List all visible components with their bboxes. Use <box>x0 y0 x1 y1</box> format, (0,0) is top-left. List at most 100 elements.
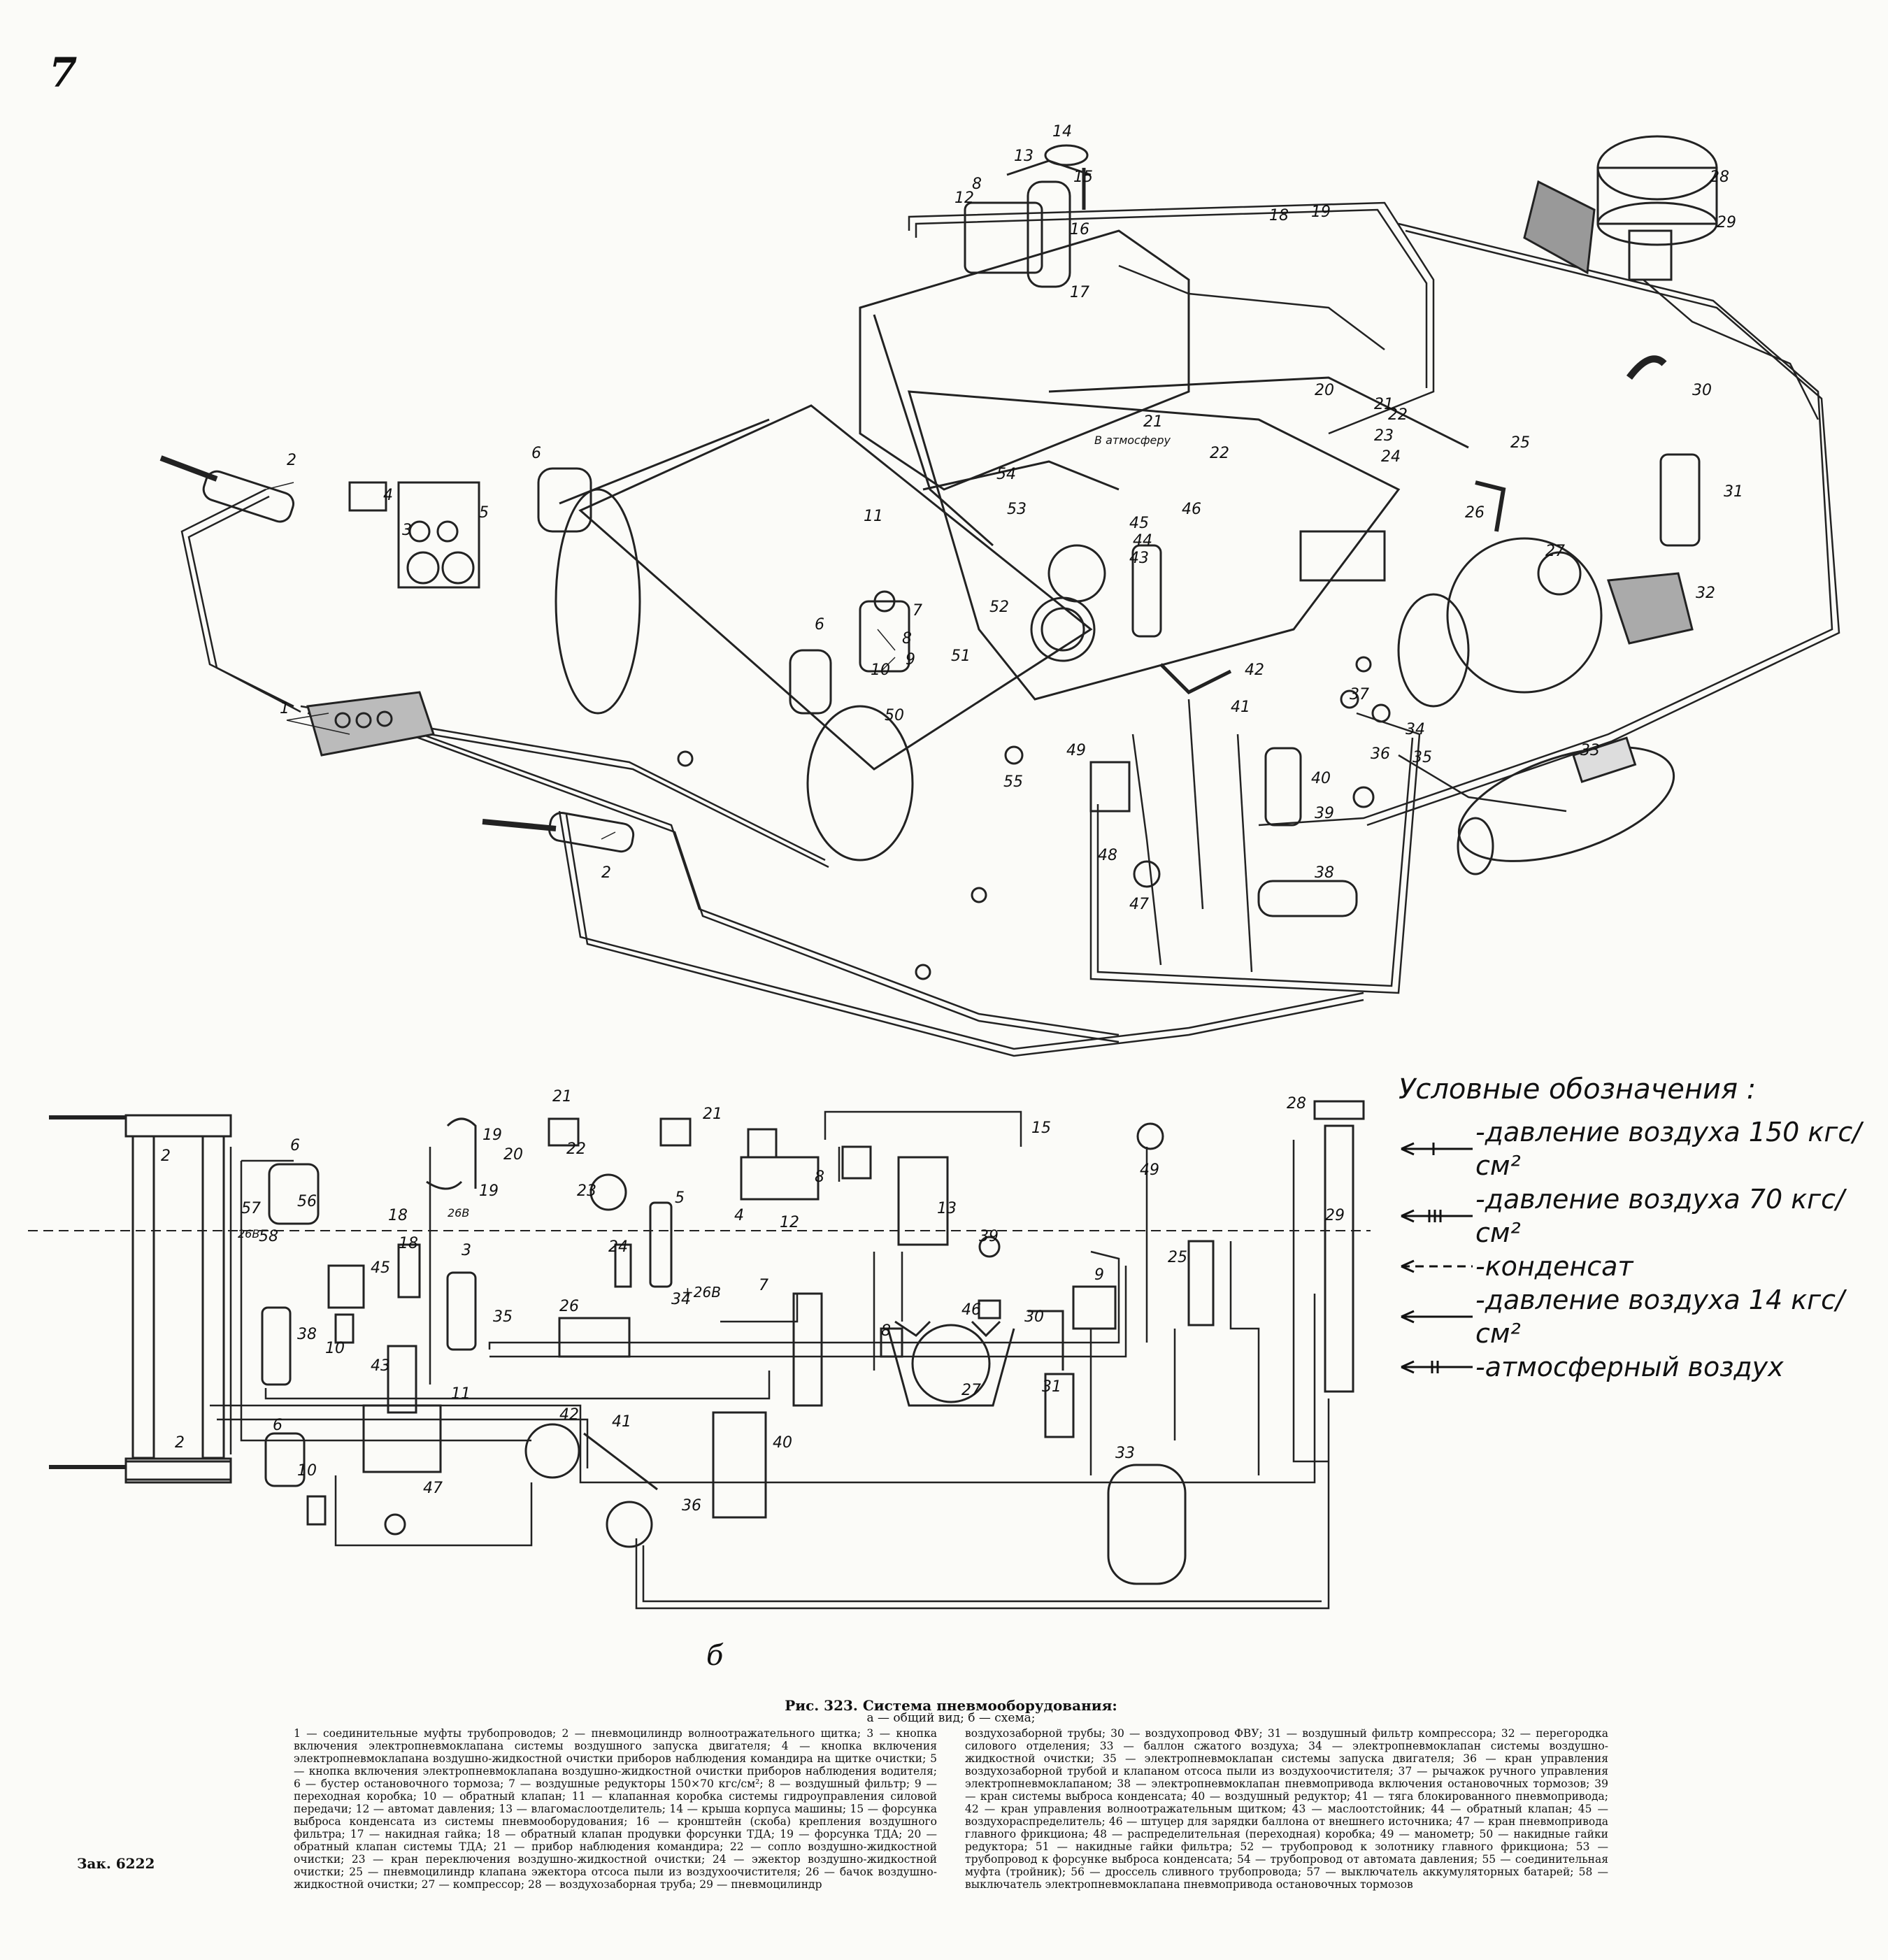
labels-top-callout: 26 <box>1465 504 1485 522</box>
labels-top-callout: 25 <box>1510 434 1530 452</box>
labels-top-callout: 21 <box>1374 396 1394 413</box>
labels-top-callout: 13 <box>1014 148 1034 165</box>
schematic-automat-12 <box>740 1156 820 1201</box>
schematic-pipe-30 <box>1028 1310 1064 1371</box>
labels-bottom-callout: 45 <box>371 1259 390 1277</box>
labels-bottom-callout: 47 <box>423 1480 443 1497</box>
labels-bottom-callout: 38 <box>297 1326 317 1343</box>
labels-top-callout: 17 <box>1070 284 1089 301</box>
labels-top-callout: 28 <box>1710 169 1729 186</box>
labels-top-callout: 21 <box>1143 413 1163 431</box>
labels-top-callout: 47 <box>1129 896 1149 913</box>
legend-arrow-double-bar-icon <box>1401 1360 1473 1374</box>
labels-top-callout: 5 <box>479 504 489 522</box>
coupling-block-1 <box>306 691 435 757</box>
subfigure-label: б <box>706 1640 724 1672</box>
labels-top-callout: 3 <box>402 522 412 539</box>
labels-top-callout: 8 <box>902 630 912 648</box>
voltage-label-2: 26В <box>448 1206 469 1219</box>
schematic-reducer-40 <box>712 1411 767 1519</box>
schematic-valve-38 <box>261 1306 292 1386</box>
labels-bottom-callout: 2 <box>175 1434 185 1452</box>
labels-bottom-callout: 9 <box>1094 1266 1104 1284</box>
schematic-crane-42 <box>524 1423 580 1479</box>
labels-bottom-callout: 49 <box>1140 1161 1159 1179</box>
labels-bottom-callout: 28 <box>1287 1095 1306 1113</box>
schematic-reducer-7 <box>792 1292 823 1407</box>
schematic-valve-35 <box>446 1271 477 1351</box>
labels-bottom-callout: 6 <box>273 1417 283 1434</box>
schematic-ejector-24 <box>614 1243 632 1288</box>
schematic-check-valve-10-a <box>334 1313 355 1344</box>
legend-arrow-single-bar-icon <box>1401 1142 1473 1156</box>
legend-label-14: -давление воздуха 14 кгс/см² <box>1475 1285 1845 1349</box>
schematic-viewer-21-a <box>548 1117 580 1147</box>
legend-label-condensate: -конденсат <box>1475 1251 1633 1282</box>
labels-top-callout: 14 <box>1052 123 1072 141</box>
pneumatic-system-figure: 1223456678891011121314151617181920212122… <box>28 123 1840 1610</box>
roof-14 <box>1044 144 1089 166</box>
labels-bottom-callout: 43 <box>371 1357 390 1375</box>
labels-top-callout: 32 <box>1696 585 1715 602</box>
schematic-check-valve-10-b <box>306 1495 327 1526</box>
labels-top-callout: 48 <box>1098 847 1117 864</box>
labels-top-callout: 40 <box>1311 770 1331 787</box>
schematic-filter-8-top <box>841 1145 872 1180</box>
labels-bottom-callout: 36 <box>682 1497 701 1515</box>
schematic-pipes <box>264 1110 1330 1610</box>
labels-top-callout: 22 <box>1210 445 1229 462</box>
air-distributor-45 <box>1047 544 1106 603</box>
air-intake-28 <box>1523 135 1718 281</box>
labels-bottom-callout: 8 <box>881 1322 891 1340</box>
cylinder-tank <box>555 404 1093 861</box>
labels-bottom-callout: 4 <box>734 1207 744 1224</box>
schematic-intake-28 <box>1313 1100 1365 1120</box>
schematic-rod-41 <box>583 1432 658 1491</box>
reducer-7 <box>859 590 910 673</box>
labels-top-callout: 22 <box>1388 406 1408 424</box>
legend-arrow-plain-icon <box>1401 1310 1473 1324</box>
labels-top-callout: 2 <box>287 452 296 469</box>
labels-bottom-callout: 8 <box>815 1168 824 1186</box>
partition-32 <box>1606 572 1694 645</box>
schematic-viewer-21-b <box>659 1117 692 1147</box>
labels-bottom-callout: 10 <box>297 1462 317 1480</box>
labels-top-callout: 49 <box>1066 742 1086 759</box>
labels-top-callout: 12 <box>954 189 974 207</box>
distribution-box-48 <box>1089 761 1131 813</box>
labels-top-callout: 50 <box>885 707 904 724</box>
schematic-cylinder-25 <box>1187 1240 1215 1326</box>
labels-top-callout: 35 <box>1413 749 1432 766</box>
labels-top-callout: 16 <box>1070 221 1089 238</box>
leader-lines-top <box>265 482 896 840</box>
labels-top-callout: 27 <box>1545 543 1565 560</box>
labels-top-callout: 6 <box>531 445 541 462</box>
labels-top-callout: 30 <box>1692 382 1712 399</box>
labels-top-callout: 37 <box>1350 686 1369 703</box>
labels-bottom-callout: 18 <box>388 1207 408 1224</box>
legend-item-150: -давление воздуха 150 кгс/см² <box>1399 1115 1874 1182</box>
labels-top-callout: 2 <box>601 864 611 882</box>
labels-bottom-callout: 19 <box>482 1126 502 1144</box>
labels-top-callout: 10 <box>871 661 890 679</box>
legend-title: Условные обозначения : <box>1399 1073 1757 1106</box>
hull-body <box>859 229 1469 701</box>
labels-bottom-callout: 57 <box>241 1200 261 1217</box>
order-number: Зак. 6222 <box>77 1855 155 1872</box>
labels-bottom-callout: 11 <box>451 1385 471 1403</box>
schematic-oil-sump-43 <box>387 1345 417 1414</box>
air-balloon-33 <box>1457 736 1675 875</box>
labels-bottom-callout: 2 <box>161 1147 171 1165</box>
labels-top-callout: 44 <box>1133 532 1152 550</box>
labels-top-callout: 29 <box>1717 214 1736 231</box>
labels-bottom-callout: 39 <box>979 1228 999 1245</box>
schematic-booster-6-bottom <box>264 1432 306 1487</box>
labels-top-callout: 41 <box>1231 699 1250 716</box>
compressor-27 <box>1397 537 1603 708</box>
schematic-manometer-49 <box>1136 1122 1164 1150</box>
labels-top-callout: 19 <box>1311 203 1331 221</box>
labels-bottom-callout: 27 <box>961 1382 981 1399</box>
labels-top-callout: 1 <box>280 700 289 717</box>
legend-arrow-triple-bar-icon <box>1401 1209 1473 1223</box>
labels-top-callout: 8 <box>972 176 982 193</box>
